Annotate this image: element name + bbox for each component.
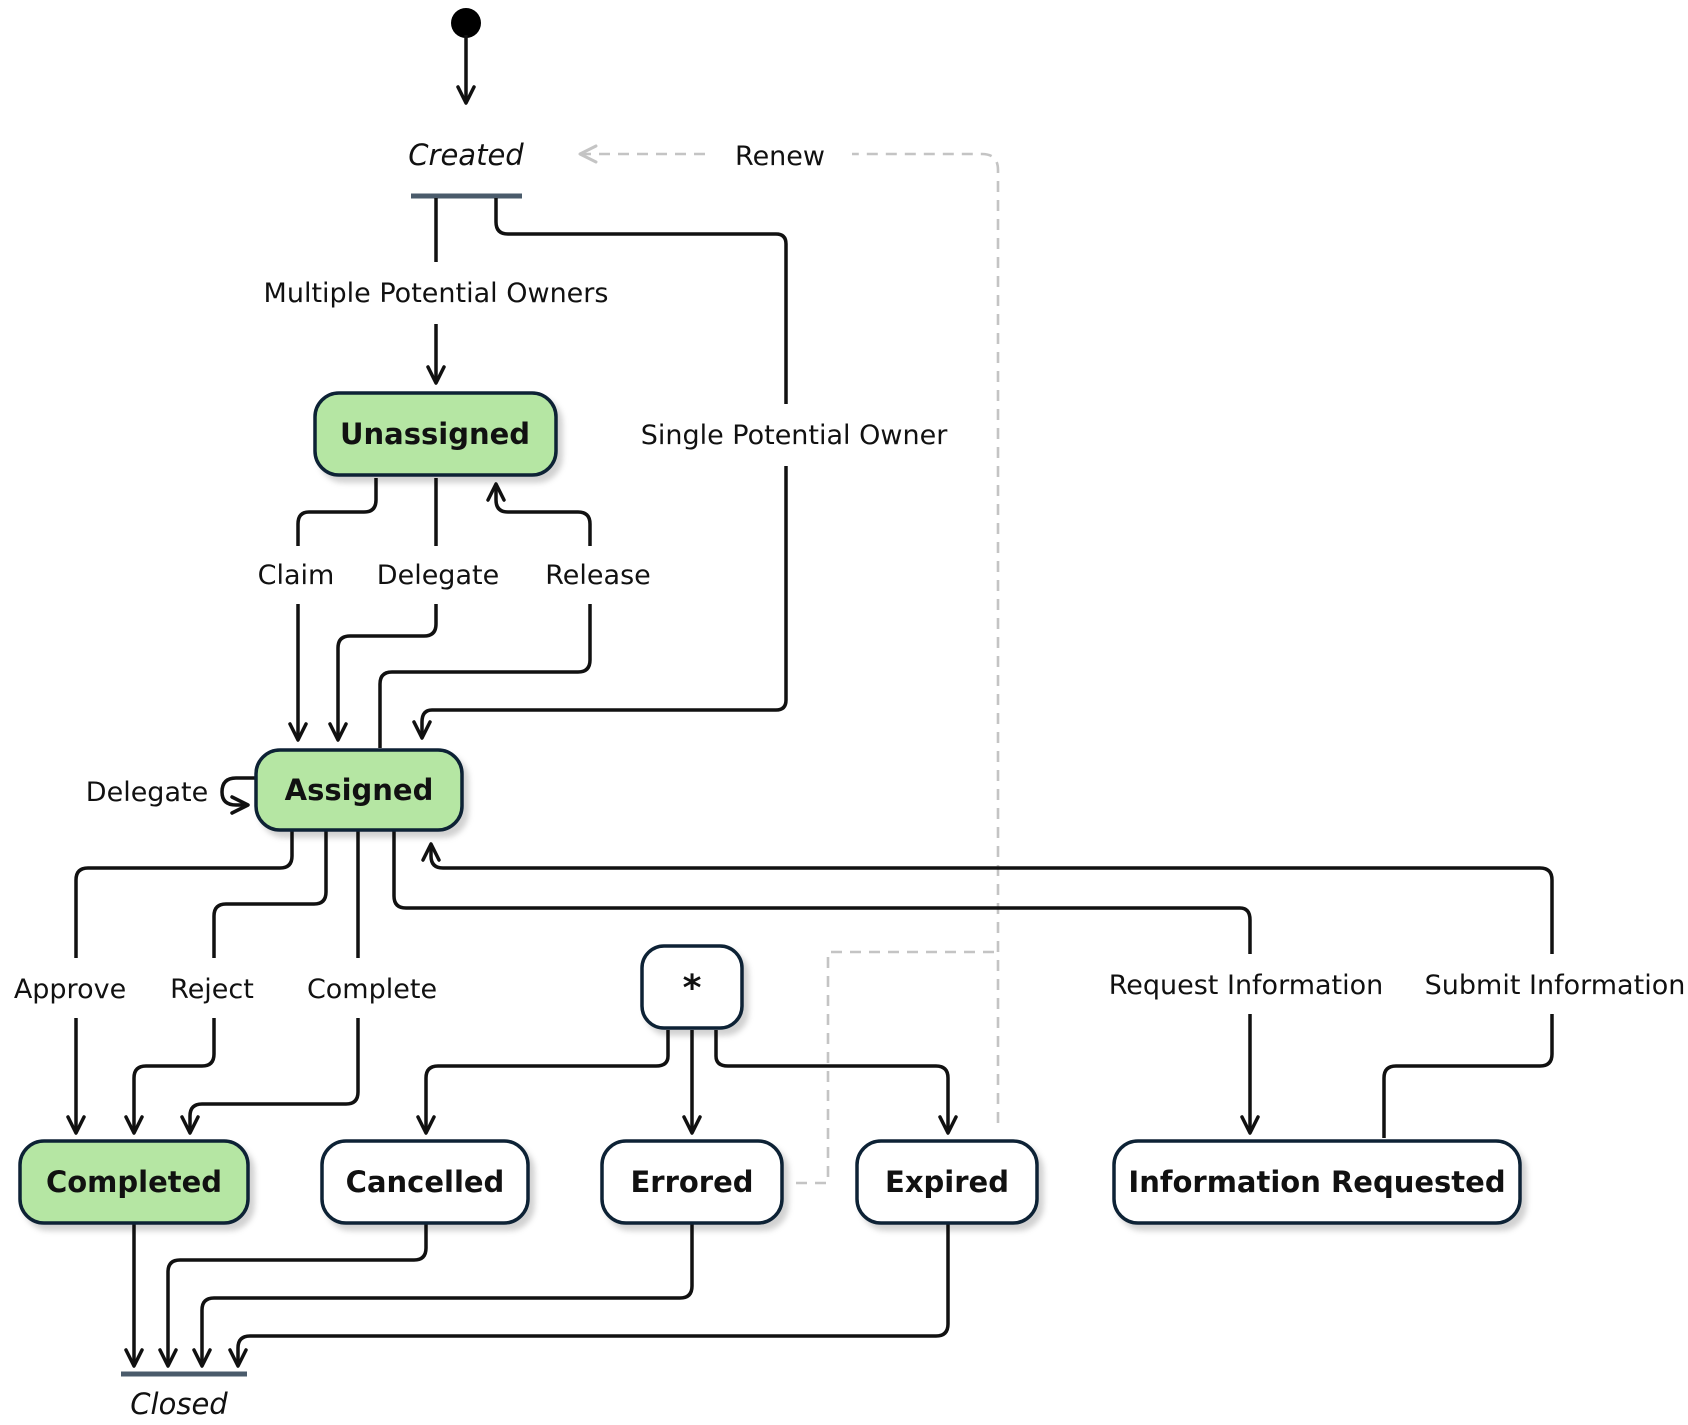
release-label: Release	[545, 560, 651, 591]
reject-label: Reject	[170, 974, 254, 1005]
state-information-requested[interactable]: Information Requested	[1112, 1139, 1522, 1225]
state-cancelled[interactable]: Cancelled	[320, 1139, 530, 1225]
state-wildcard[interactable]: *	[640, 944, 744, 1030]
edge-single-owner-top	[494, 198, 788, 404]
state-unassigned-label: Unassigned	[340, 417, 530, 451]
edge-single-owner-bottom	[412, 466, 788, 740]
edge-errored-closed	[192, 1224, 694, 1368]
edge-approve-top	[74, 830, 294, 958]
created-label: Created	[408, 138, 524, 172]
edge-request-info-top	[392, 830, 1252, 954]
delegate-self-label: Delegate	[86, 777, 208, 808]
delegate-label: Delegate	[377, 560, 499, 591]
edge-reject-bottom	[124, 1018, 216, 1135]
edge-errored-renew	[796, 950, 998, 1185]
edge-cancelled-closed	[158, 1224, 428, 1368]
state-assigned[interactable]: Assigned	[254, 748, 464, 832]
edge-submit-info-top	[421, 842, 1554, 954]
complete-label: Complete	[307, 974, 437, 1005]
edge-expired-closed	[228, 1224, 950, 1368]
state-unassigned[interactable]: Unassigned	[313, 391, 558, 477]
state-expired[interactable]: Expired	[855, 1139, 1039, 1225]
state-expired-label: Expired	[885, 1165, 1009, 1199]
renew-label: Renew	[735, 141, 825, 172]
approve-label: Approve	[14, 974, 126, 1005]
single-owner-label: Single Potential Owner	[641, 420, 949, 451]
request-info-label: Request Information	[1109, 970, 1384, 1001]
claim-label: Claim	[258, 560, 335, 591]
wildcard-label: *	[683, 968, 702, 1009]
state-errored[interactable]: Errored	[600, 1139, 784, 1225]
submit-info-label: Submit Information	[1425, 970, 1686, 1001]
edge-complete-bottom	[180, 1018, 360, 1135]
state-assigned-label: Assigned	[285, 773, 434, 807]
edge-claim-top	[296, 478, 378, 546]
edge-star-expired	[714, 1030, 958, 1135]
edge-star-cancelled	[416, 1030, 670, 1135]
state-completed-label: Completed	[46, 1165, 222, 1199]
edge-renew	[852, 152, 1000, 1123]
state-cancelled-label: Cancelled	[346, 1165, 505, 1199]
edge-delegate-self	[220, 776, 256, 815]
edge-submit-info-bottom	[1382, 1014, 1554, 1138]
state-information-requested-label: Information Requested	[1128, 1165, 1505, 1199]
initial-node	[451, 8, 481, 38]
closed-label: Closed	[130, 1387, 228, 1421]
edge-reject-top	[212, 830, 328, 958]
state-errored-label: Errored	[630, 1165, 753, 1199]
edge-release-bottom	[378, 604, 592, 748]
multiple-owners-label: Multiple Potential Owners	[264, 278, 609, 309]
edge-delegate-bottom	[328, 604, 438, 742]
state-completed[interactable]: Completed	[18, 1139, 250, 1225]
edge-release-top	[486, 482, 592, 546]
